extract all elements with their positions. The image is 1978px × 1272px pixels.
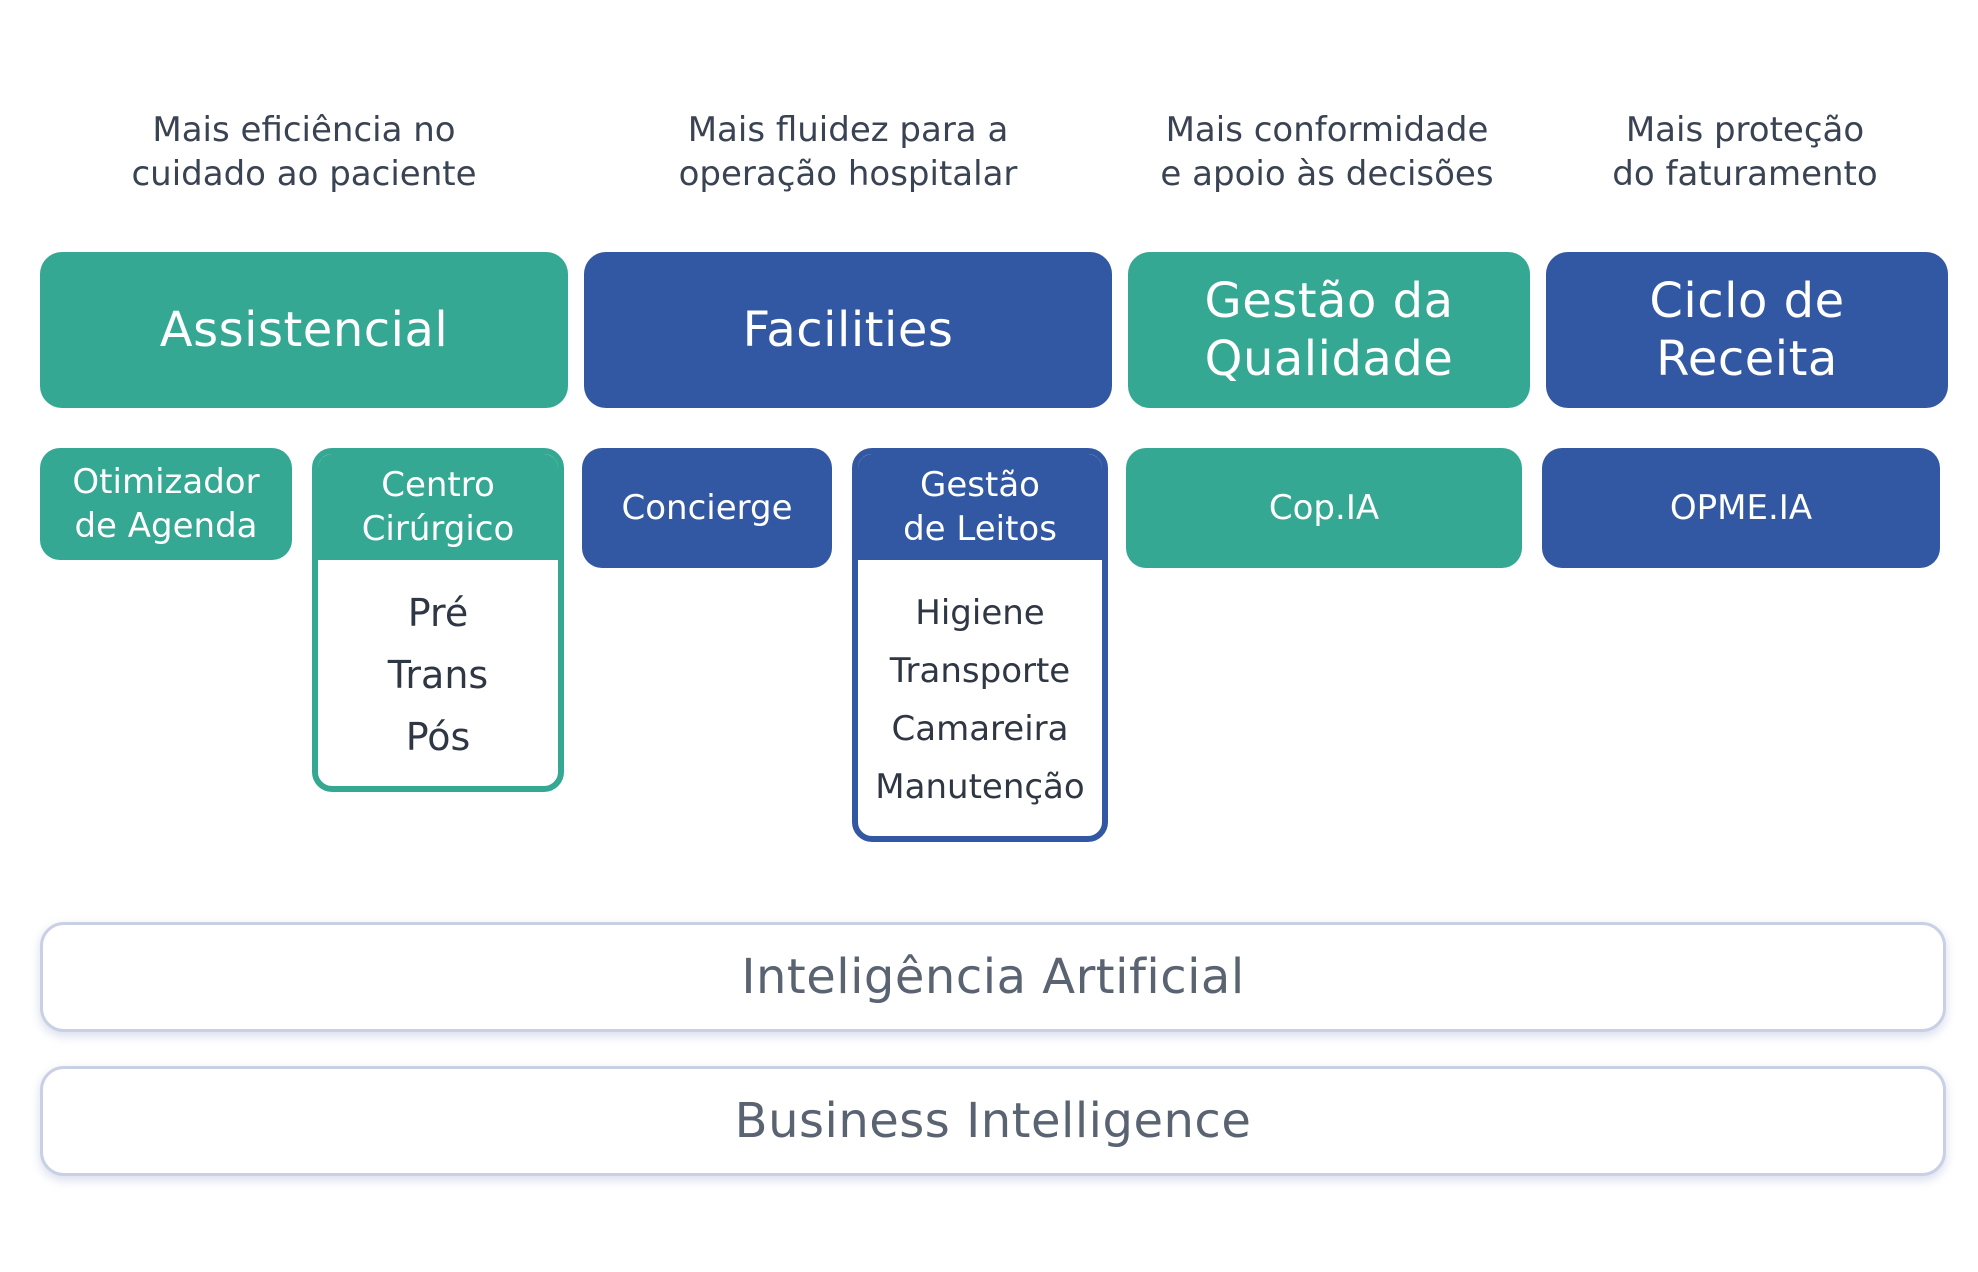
service-transporte: Transporte: [889, 651, 1071, 691]
product-centro-cirurgico-label: Centro Cirúrgico: [361, 465, 515, 549]
tagline-assistencial: Mais eficiência no cuidado ao paciente: [131, 110, 477, 194]
product-centro-cirurgico-header: Centro Cirúrgico: [318, 454, 558, 560]
category-assistencial: Assistencial: [40, 252, 568, 408]
service-higiene: Higiene: [915, 593, 1045, 633]
layer-inteligencia-artificial-label: Inteligência Artificial: [741, 949, 1245, 1005]
gestao-leitos-services: Higiene Transporte Camareira Manutenção: [858, 560, 1102, 816]
category-assistencial-label: Assistencial: [159, 302, 449, 358]
service-manutencao: Manutenção: [875, 767, 1085, 807]
product-copia-label: Cop.IA: [1268, 488, 1380, 528]
category-gestao-qualidade-label: Gestão da Qualidade: [1204, 273, 1454, 387]
phase-trans: Trans: [387, 653, 489, 697]
product-centro-cirurgico: Centro Cirúrgico Pré Trans Pós: [312, 448, 564, 792]
product-otimizador-agenda: Otimizador de Agenda: [40, 448, 292, 560]
phase-pre: Pré: [407, 591, 469, 635]
category-gestao-qualidade: Gestão da Qualidade: [1128, 252, 1530, 408]
layer-business-intelligence: Business Intelligence: [40, 1066, 1946, 1176]
tagline-receita: Mais proteção do faturamento: [1612, 110, 1878, 194]
category-facilities-label: Facilities: [742, 302, 954, 358]
category-ciclo-receita: Ciclo de Receita: [1546, 252, 1948, 408]
phase-pos: Pós: [405, 715, 471, 759]
tagline-qualidade: Mais conformidade e apoio às decisões: [1160, 110, 1494, 194]
service-camareira: Camareira: [891, 709, 1069, 749]
product-otimizador-agenda-label: Otimizador de Agenda: [72, 462, 260, 546]
product-opme-ia: OPME.IA: [1542, 448, 1940, 568]
product-concierge-label: Concierge: [621, 488, 793, 528]
layer-inteligencia-artificial: Inteligência Artificial: [40, 922, 1946, 1032]
product-gestao-leitos-label: Gestão de Leitos: [903, 465, 1057, 549]
product-gestao-leitos-header: Gestão de Leitos: [858, 454, 1102, 560]
product-concierge: Concierge: [582, 448, 832, 568]
centro-cirurgico-phases: Pré Trans Pós: [318, 560, 558, 768]
category-ciclo-receita-label: Ciclo de Receita: [1649, 273, 1845, 387]
layer-business-intelligence-label: Business Intelligence: [734, 1093, 1252, 1149]
category-facilities: Facilities: [584, 252, 1112, 408]
tagline-facilities: Mais fluidez para a operação hospitalar: [678, 110, 1018, 194]
product-copia: Cop.IA: [1126, 448, 1522, 568]
product-opme-ia-label: OPME.IA: [1669, 488, 1813, 528]
product-gestao-leitos: Gestão de Leitos Higiene Transporte Cama…: [852, 448, 1108, 842]
